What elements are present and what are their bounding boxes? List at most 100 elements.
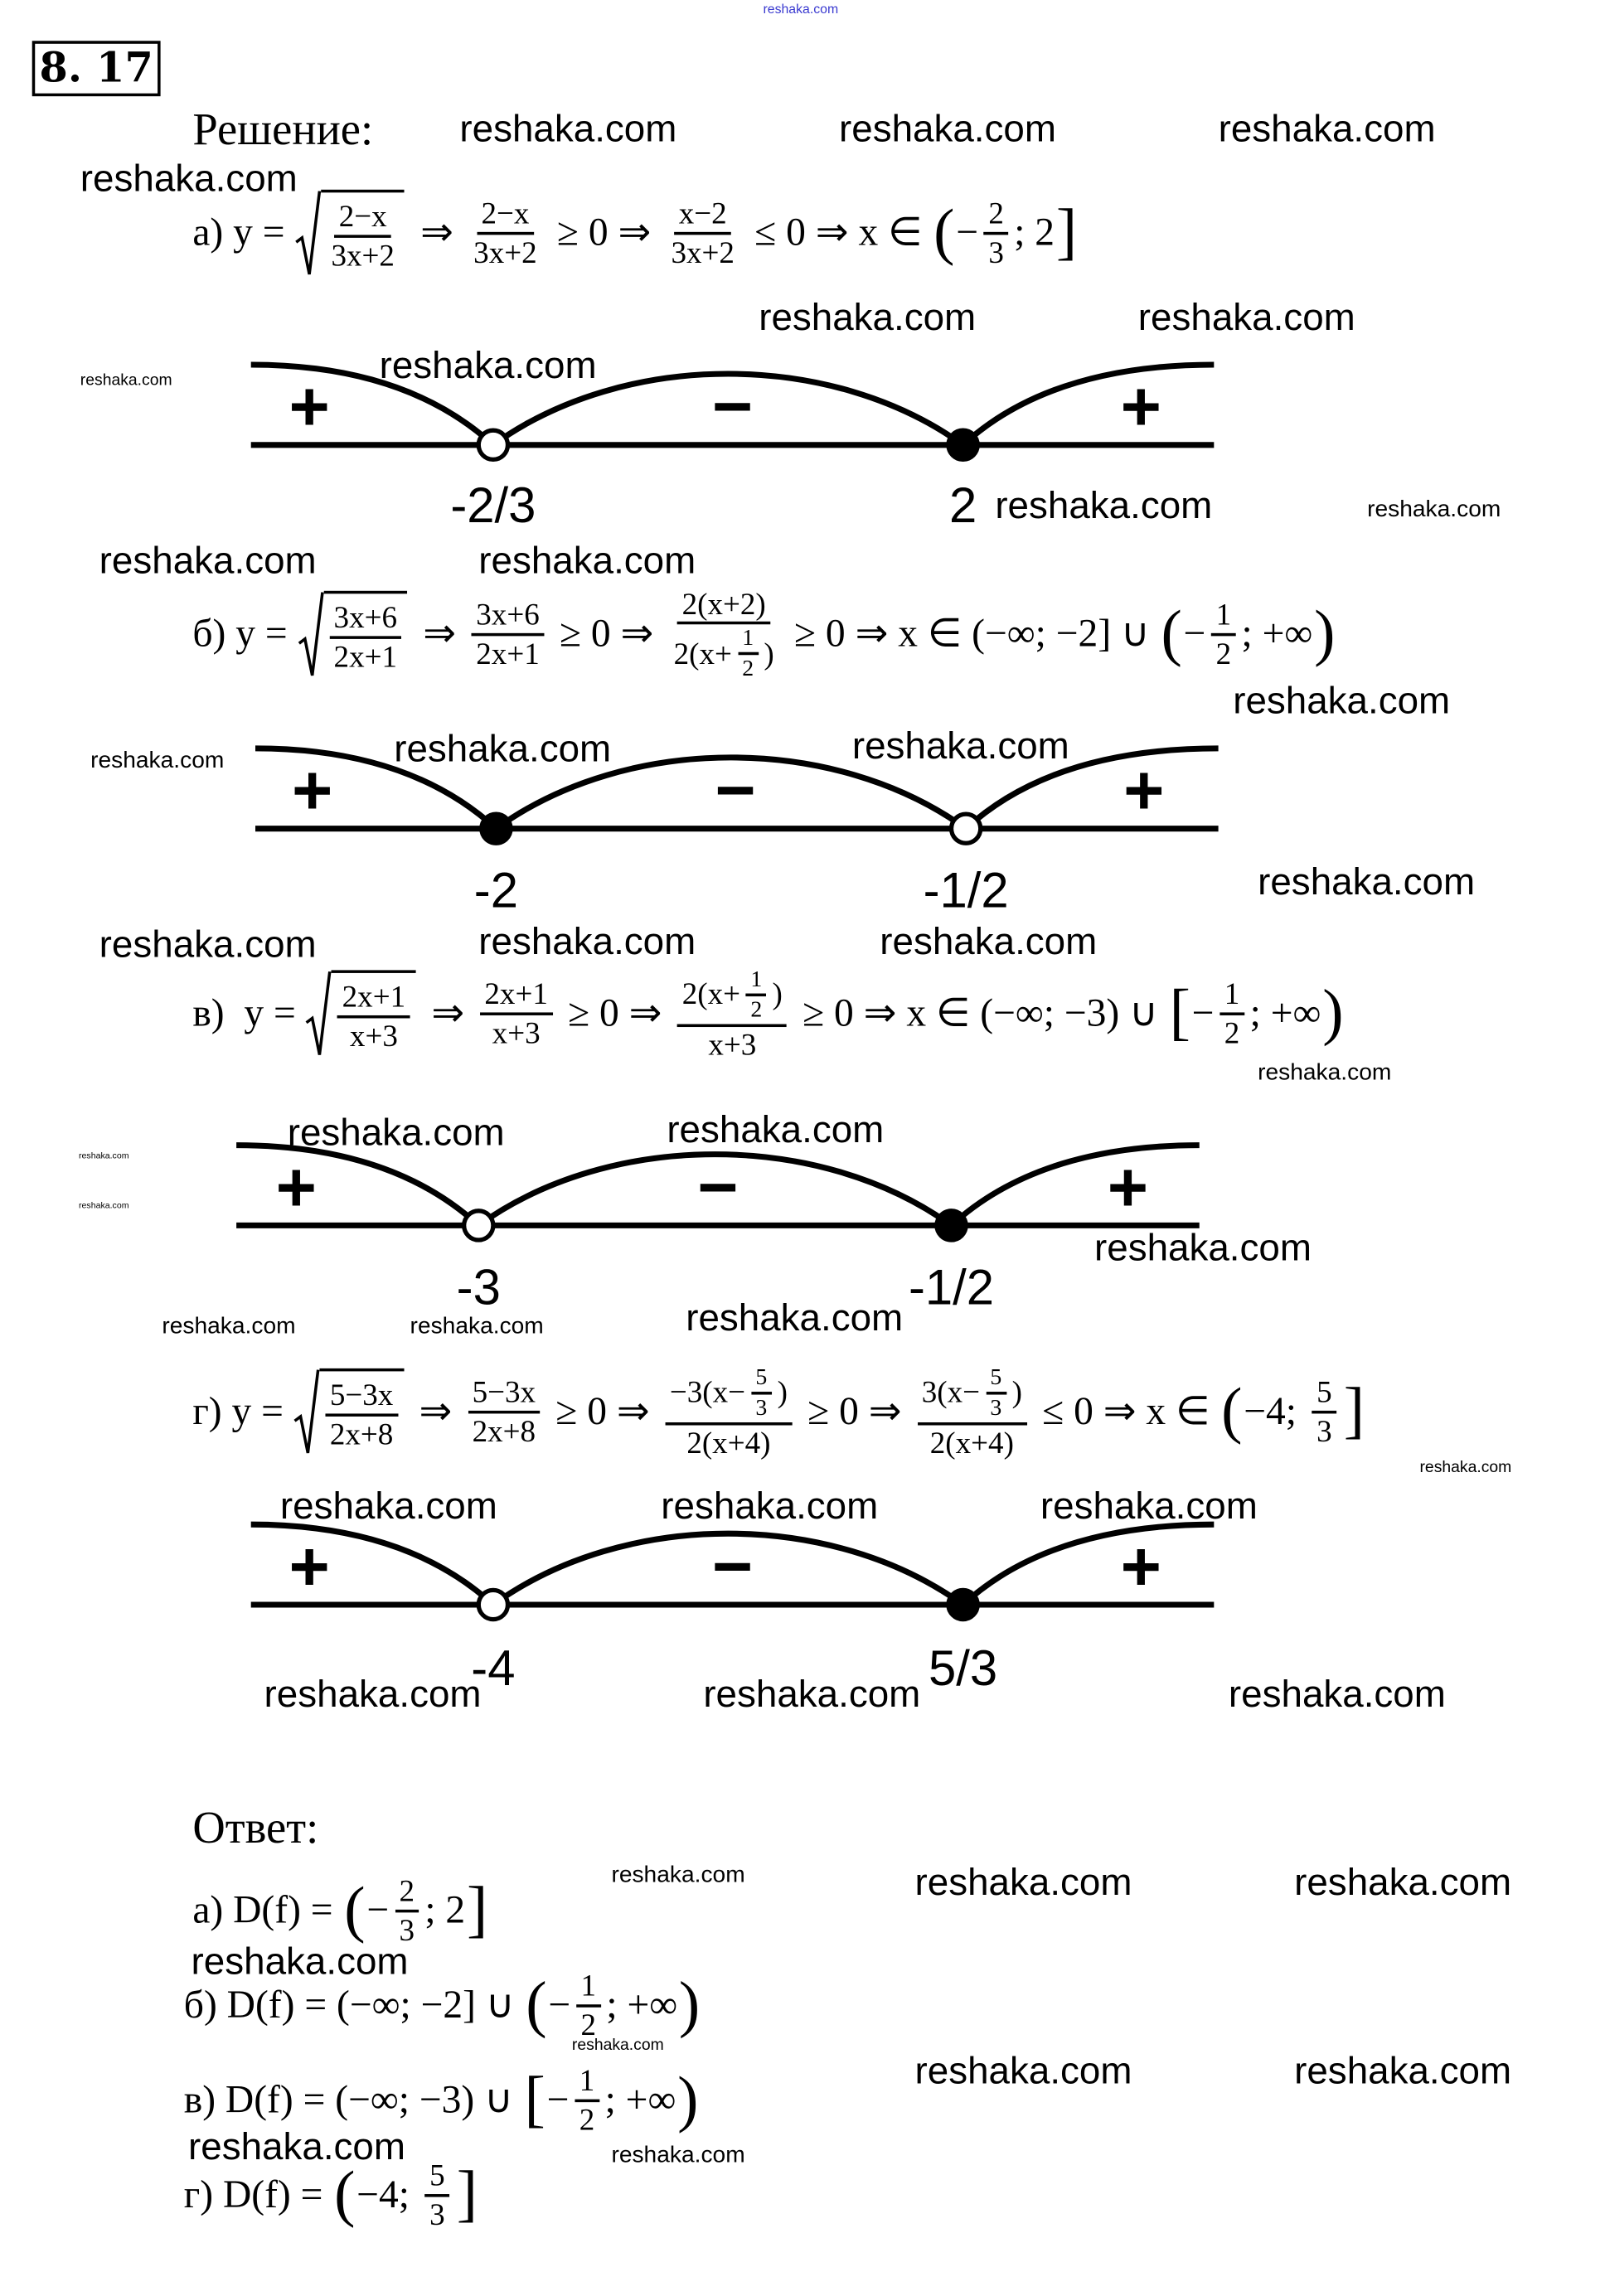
math-text: 2x+1 — [484, 976, 548, 1012]
watermark: reshaka.com — [264, 1671, 482, 1716]
bracket: ( — [1161, 598, 1182, 668]
sign-curve — [494, 754, 968, 831]
denominator: 3x+2 — [469, 235, 541, 269]
interval-sign: − — [715, 751, 755, 829]
math-text: 5 — [429, 2158, 445, 2193]
interval-sign: − — [697, 1148, 738, 1226]
math-text: 5 — [990, 1364, 1002, 1390]
watermark: reshaka.com — [851, 723, 1069, 768]
math-text: 3x+2 — [473, 235, 537, 270]
denominator: 2 — [746, 995, 766, 1022]
math-text: x+3 — [349, 1018, 398, 1054]
math-text: 3 — [429, 2197, 445, 2232]
math-text: 2x+8 — [329, 1416, 394, 1452]
filled-point — [934, 1209, 968, 1242]
math-text: 2x+1 — [333, 638, 398, 675]
denominator: 3 — [986, 1394, 1006, 1421]
sign-curve — [491, 371, 965, 448]
watermark: reshaka.com — [1218, 106, 1436, 151]
math-text: 2 — [742, 656, 754, 682]
math-text: ≥ 0 ⇒ — [558, 991, 672, 1035]
math-text: ) — [772, 976, 783, 1012]
math-text: в) y = — [192, 991, 306, 1035]
watermark: reshaka.com — [763, 0, 839, 16]
watermark: reshaka.com — [839, 106, 1056, 151]
bracket: [ — [1169, 978, 1190, 1047]
interval-sign: + — [1121, 367, 1161, 445]
math-text: б) D(f) = (−∞; −2] ∪ — [183, 1983, 525, 2027]
bracket: ) — [677, 2065, 699, 2134]
math-text: − — [1191, 991, 1215, 1035]
math-text: 3 — [755, 1395, 768, 1421]
sign-curve — [236, 1142, 481, 1228]
watermark: reshaka.com — [611, 2143, 745, 2168]
point-label: 5/3 — [929, 1640, 997, 1696]
math-text: − — [1183, 611, 1206, 656]
math-text: ≥ 0 ⇒ x ∈ (−∞; −3) ∪ — [793, 991, 1168, 1035]
math-text: ; 2 — [424, 1887, 466, 1932]
math-text: ≥ 0 ⇒ — [546, 210, 662, 254]
watermark: reshaka.com — [1294, 2048, 1512, 2092]
numerator: 2−x — [477, 197, 534, 235]
math-text: 3x+2 — [671, 235, 735, 270]
watermark: reshaka.com — [571, 2036, 664, 2054]
math-text: ; +∞ — [604, 2077, 676, 2122]
bracket: ( — [1221, 1376, 1243, 1446]
watermark: reshaka.com — [1258, 859, 1476, 903]
watermark: reshaka.com — [1419, 1458, 1512, 1476]
watermark: reshaka.com — [1137, 294, 1355, 339]
math-text: 2−x — [481, 196, 530, 231]
denominator: 3 — [984, 235, 1008, 269]
math-text: ≥ 0 ⇒ — [798, 1388, 912, 1433]
watermark: reshaka.com — [880, 918, 1098, 963]
watermark: reshaka.com — [99, 922, 317, 966]
numerator: 1 — [575, 2064, 599, 2103]
math-text: ; +∞ — [606, 1983, 678, 2027]
interval-sign: + — [1121, 1527, 1161, 1605]
sign-curve — [491, 1530, 965, 1607]
math-text: 1 — [580, 1968, 597, 2003]
math-text: ⇒ — [413, 611, 466, 656]
math-text: 2x+8 — [472, 1413, 536, 1449]
math-text: 2 — [988, 196, 1004, 231]
numerator: 1 — [1220, 976, 1244, 1015]
math-text: 5 — [1316, 1374, 1332, 1410]
watermark: reshaka.com — [478, 538, 696, 583]
math-text: а) y = — [192, 210, 295, 254]
denominator: 2 — [576, 2008, 600, 2042]
radical-sign-icon — [295, 191, 322, 275]
fraction: 2−x 3x+2 — [469, 197, 541, 269]
denominator: 3x+2 — [667, 235, 739, 269]
math-text: ) — [1011, 1374, 1022, 1410]
math-text: 1 — [1224, 976, 1240, 1012]
radical-sign-icon — [293, 1369, 320, 1454]
math-text: − — [548, 1983, 571, 2027]
bracket: ] — [466, 1875, 488, 1945]
math-text: 2 — [580, 2007, 597, 2042]
denominator: 3 — [751, 1394, 771, 1421]
denominator: 3x+2 — [327, 238, 399, 273]
math-text: −4; — [1244, 1388, 1307, 1433]
math-text: − — [366, 1887, 390, 1932]
bracket: [ — [524, 2065, 546, 2134]
watermark: reshaka.com — [703, 1671, 921, 1716]
sign-curve — [961, 361, 1215, 448]
numerator: 2 — [395, 1875, 419, 1913]
numerator: 5−3x — [468, 1376, 541, 1414]
math-text: ⇒ — [410, 210, 463, 254]
denominator: 2x+8 — [468, 1413, 540, 1448]
math-text: 1 — [1215, 597, 1232, 632]
solution-heading: Решение: — [192, 103, 374, 155]
